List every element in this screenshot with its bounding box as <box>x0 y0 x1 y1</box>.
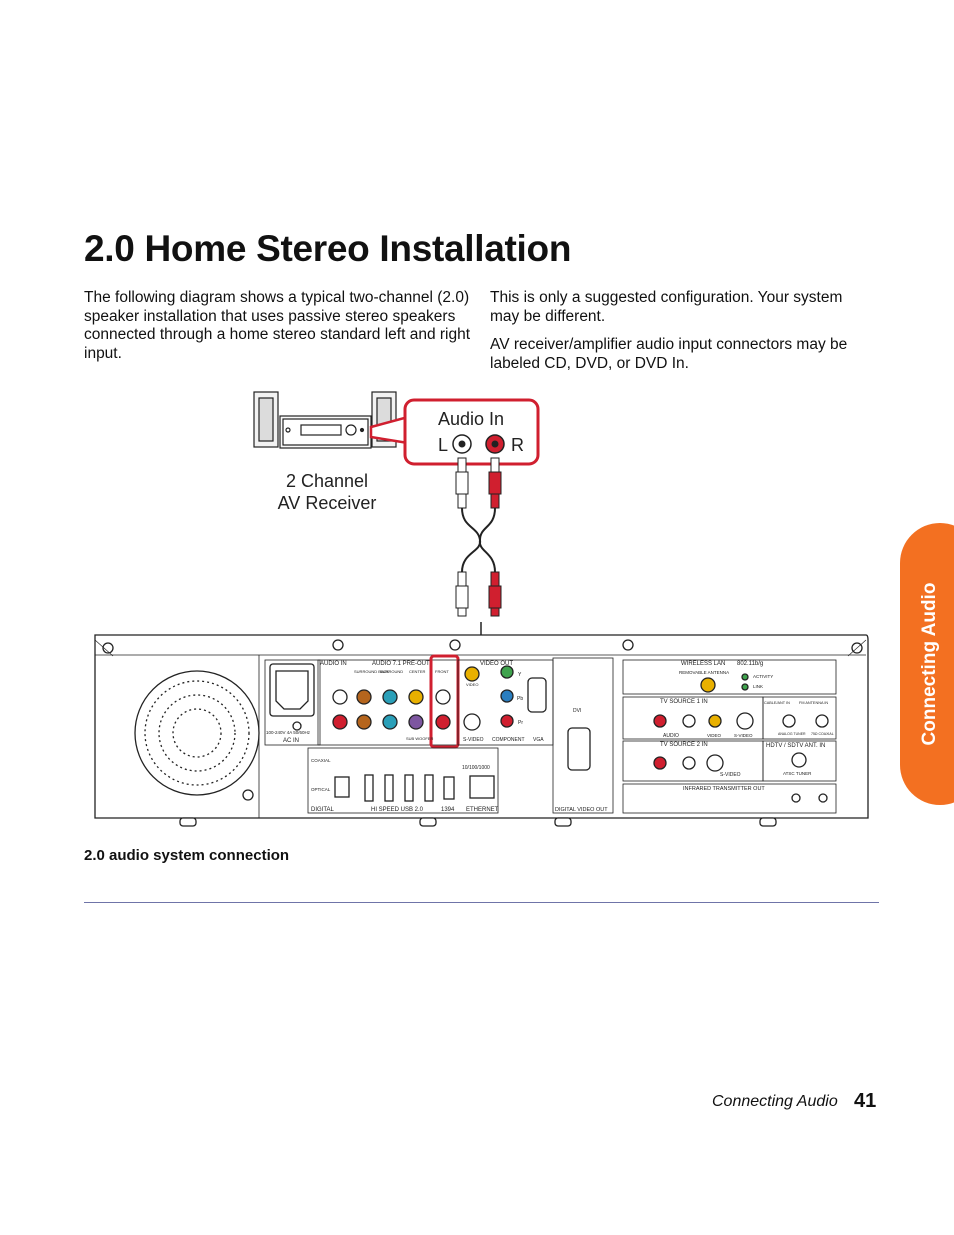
dvi-port <box>567 727 591 771</box>
note-paragraph: This is only a suggested configuration. … <box>490 289 843 325</box>
video-label: VIDEO <box>466 682 478 687</box>
tv-video-label: VIDEO <box>707 733 722 738</box>
ethernet-label: ETHERNET <box>466 807 499 813</box>
link-label: LINK <box>753 684 763 689</box>
infrared-out-label: INFRARED TRANSMITTER OUT <box>683 786 765 792</box>
intro-paragraph: The following diagram shows a typical tw… <box>84 289 471 362</box>
tv-s-video-label: S-VIDEO <box>734 733 753 738</box>
section-tab-label: Connecting Audio <box>919 582 940 746</box>
stereo-system-illustration <box>253 391 397 449</box>
center-label: CENTER <box>409 669 426 674</box>
y-label: Y <box>518 672 522 678</box>
tv-audio-label: AUDIO <box>663 733 679 739</box>
audio-connection-diagram: 2 Channel AV Receiver Audio In L R <box>94 391 869 827</box>
right-channel-label: R <box>511 435 524 455</box>
pr-label: Pr <box>518 720 523 726</box>
ethernet-speed-label: 10/100/1000 <box>462 765 490 771</box>
tv-source-1-label: TV SOURCE 1 IN <box>660 699 708 705</box>
audio-in-callout <box>403 398 540 466</box>
section-tab <box>900 523 954 805</box>
coaxial-label: COAXIAL <box>311 758 331 763</box>
surround-label: SURROUND <box>380 669 403 674</box>
left-channel-label: L <box>438 435 448 455</box>
digital-video-out-label: DIGITAL VIDEO OUT <box>555 807 608 813</box>
firewire-label: 1394 <box>441 807 455 813</box>
receiver-label-line1: 2 Channel <box>286 471 368 491</box>
removable-antenna-label: REMOVABLE ANTENNA <box>679 670 729 675</box>
component-label: COMPONENT <box>492 737 525 743</box>
footer-section-title: Connecting Audio <box>712 1093 838 1110</box>
cable-ant-label: CABLE/ANT IN <box>764 701 790 705</box>
pc-back-panel <box>94 634 869 827</box>
optical-label: OPTICAL <box>311 787 331 792</box>
analog-tuner-label: ANALOG TUNER <box>778 732 806 736</box>
video-out-label: VIDEO OUT <box>480 661 513 667</box>
front-label: FRONT <box>435 669 449 674</box>
s-video-label: S-VIDEO <box>463 737 484 743</box>
audio-71-label: AUDIO 7.1 PRE-OUT <box>372 661 430 667</box>
fm-antenna-label: FM ANTENNA IN <box>799 701 828 705</box>
rca-cable <box>455 457 502 617</box>
figure-caption: 2.0 audio system connection <box>84 847 290 864</box>
pb-label: Pb <box>517 696 523 702</box>
vga-label: VGA <box>533 737 544 743</box>
subwoofer-label: SUB WOOFER <box>406 736 433 741</box>
divider-rule <box>84 902 879 903</box>
activity-label: ACTIVITY <box>753 674 773 679</box>
wireless-lan-label: WIRELESS LAN <box>681 661 725 667</box>
wlan-standard-label: 802.11b/g <box>737 661 763 667</box>
audio-in-label: Audio In <box>438 409 504 429</box>
usb-label: HI SPEED USB 2.0 <box>371 807 424 813</box>
tv2-s-video-label: S-VIDEO <box>720 772 741 778</box>
atsc-tuner-label: ATSC TUNER <box>783 771 812 776</box>
dvi-label: DVI <box>573 708 581 714</box>
page-number: 41 <box>854 1090 877 1112</box>
page-title: 2.0 Home Stereo Installation <box>84 228 572 269</box>
digital-label: DIGITAL <box>311 807 335 813</box>
voltage-label: 100-240V 4A 50/60Hz <box>266 730 311 735</box>
surround-back-label: SURROUND BACK <box>354 669 389 674</box>
hdtv-label: HDTV / SDTV ANT. IN <box>766 743 825 749</box>
receiver-label-line2: AV Receiver <box>278 493 377 513</box>
vga-port <box>527 677 547 713</box>
ac-in-label: AC IN <box>283 738 299 744</box>
tv-source-2-label: TV SOURCE 2 IN <box>660 742 708 748</box>
power-socket <box>269 663 315 717</box>
coaxial-ohm-label: 75Ω COAXIAL <box>811 732 834 736</box>
audio-in-small-label: AUDIO IN <box>320 661 347 667</box>
connector-note-paragraph: AV receiver/amplifier audio input connec… <box>490 336 848 372</box>
